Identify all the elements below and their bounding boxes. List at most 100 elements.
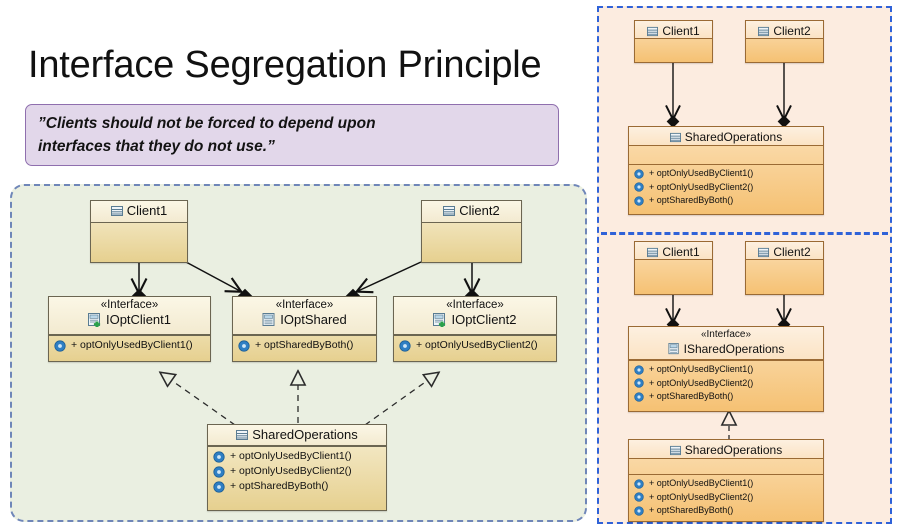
class-icon: [758, 247, 770, 258]
gear-icon: [54, 339, 66, 352]
class-title-row: SharedOperations: [629, 129, 823, 145]
operations-compartment: + optOnlyUsedByClient1() + optOnlyUsedBy…: [629, 474, 823, 520]
gear-icon: [634, 196, 644, 206]
operation-row: + optOnlyUsedByClient2(): [399, 338, 556, 353]
class-icon: [758, 26, 770, 37]
operation-row: + optOnlyUsedByClient1(): [634, 167, 823, 181]
class-title-row: IOptClient2: [394, 312, 556, 328]
class-name: SharedOperations: [252, 427, 358, 442]
operations-compartment: + optOnlyUsedByClient2(): [394, 335, 556, 355]
operation-label: + optSharedByBoth(): [649, 391, 734, 401]
operation-label: + optOnlyUsedByClient2(): [230, 465, 352, 477]
operation-row: + optOnlyUsedByClient2(): [634, 377, 823, 391]
operation-label: + optOnlyUsedByClient2(): [649, 181, 754, 192]
gear-icon: [238, 339, 250, 352]
class-box-r1-sharedoperations[interactable]: SharedOperations + optOnlyUsedByClient1(…: [628, 126, 824, 215]
class-icon: [236, 429, 249, 441]
gear-icon: [213, 465, 225, 478]
interface-icon: [433, 313, 447, 327]
class-title-row: Client1: [635, 23, 712, 39]
class-box-r2-client1[interactable]: Client1: [634, 241, 713, 295]
operation-label: + optSharedByBoth(): [649, 195, 734, 205]
class-box-client2[interactable]: Client2: [421, 200, 522, 263]
page-title: Interface Segregation Principle: [28, 44, 542, 86]
quote-box: ”Clients should not be forced to depend …: [25, 104, 559, 166]
operations-compartment: + optOnlyUsedByClient1() + optOnlyUsedBy…: [629, 360, 823, 406]
gear-icon: [634, 479, 644, 489]
stereotype-label: «Interface»: [275, 299, 334, 311]
class-box-r2-isharedoperations[interactable]: «Interface» ISharedOperations + optOnlyU…: [628, 326, 824, 412]
operation-row: + optOnlyUsedByClient1(): [54, 338, 210, 353]
gear-icon: [399, 339, 411, 352]
interface-icon: [87, 313, 102, 327]
class-title-row: IOptClient1: [49, 312, 210, 328]
class-box-ioptshared[interactable]: «Interface» IOptShared + optSharedByBoth…: [232, 296, 377, 362]
class-box-sharedoperations[interactable]: SharedOperations + optOnlyUsedByClient1(…: [207, 424, 387, 511]
class-box-ioptclient2[interactable]: «Interface» IOptClient2 + optOnlyUsedByC…: [393, 296, 557, 362]
class-header: «Interface» ISharedOperations: [629, 327, 823, 360]
class-box-r2-client2[interactable]: Client2: [745, 241, 824, 295]
attributes-compartment: [629, 459, 823, 474]
operation-label: + optOnlyUsedByClient2(): [416, 339, 538, 351]
class-header: SharedOperations: [208, 425, 386, 446]
class-header: Client1: [91, 201, 187, 223]
stereotype-label: «Interface»: [700, 329, 752, 340]
interface-icon: [262, 313, 276, 327]
panel-divider: [601, 232, 888, 235]
operation-label: + optSharedByBoth(): [230, 480, 329, 492]
class-name: Client2: [773, 245, 811, 259]
class-box-r1-client2[interactable]: Client2: [745, 20, 824, 63]
class-header: Client2: [746, 242, 823, 260]
gear-icon: [634, 378, 644, 388]
class-icon: [669, 132, 681, 143]
operation-label: + optSharedByBoth(): [255, 339, 354, 351]
class-box-client1[interactable]: Client1: [90, 200, 188, 263]
gear-icon: [213, 450, 225, 463]
class-title-row: Client2: [746, 244, 823, 260]
gear-icon: [213, 480, 225, 493]
class-box-r1-client1[interactable]: Client1: [634, 20, 713, 63]
class-title-row: Client2: [746, 23, 823, 39]
operations-compartment: + optOnlyUsedByClient1() + optOnlyUsedBy…: [629, 164, 823, 210]
operations-compartment: + optOnlyUsedByClient1() + optOnlyUsedBy…: [208, 446, 386, 496]
stereotype-label: «Interface»: [100, 299, 159, 311]
attributes-compartment: [635, 260, 712, 312]
class-icon: [443, 205, 456, 217]
quote-line-1: ”Clients should not be forced to depend …: [38, 115, 376, 132]
class-title-row: ISharedOperations: [629, 341, 823, 357]
class-header: Client2: [746, 21, 823, 39]
interface-icon: [668, 343, 680, 355]
attributes-compartment: [629, 146, 823, 164]
class-icon: [647, 247, 659, 258]
class-title-row: Client2: [422, 203, 521, 219]
class-icon: [669, 445, 681, 456]
class-name: Client2: [459, 203, 500, 218]
class-box-ioptclient1[interactable]: «Interface» IOptClient1 + optOnlyUsedByC…: [48, 296, 211, 362]
class-name: ISharedOperations: [683, 342, 785, 356]
gear-icon: [634, 365, 644, 375]
class-name: Client1: [662, 24, 700, 38]
operation-row: + optOnlyUsedByClient1(): [634, 477, 823, 491]
class-title-row: Client1: [91, 203, 187, 219]
gear-icon: [634, 506, 644, 516]
operation-row: + optSharedByBoth(): [634, 504, 823, 518]
operations-compartment: + optOnlyUsedByClient1(): [49, 335, 210, 355]
operation-label: + optOnlyUsedByClient1(): [230, 450, 352, 462]
operation-label: + optOnlyUsedByClient2(): [649, 491, 754, 502]
operation-row: + optOnlyUsedByClient2(): [634, 491, 823, 505]
operations-compartment: + optSharedByBoth(): [233, 335, 376, 355]
class-header: Client2: [422, 201, 521, 223]
stereotype-label: «Interface»: [446, 299, 504, 311]
class-header: «Interface» IOptClient1: [49, 297, 210, 335]
class-name: Client2: [773, 24, 811, 38]
class-name: IOptShared: [280, 312, 347, 327]
attributes-compartment: [746, 260, 823, 312]
operation-label: + optOnlyUsedByClient1(): [649, 364, 754, 374]
operation-row: + optOnlyUsedByClient1(): [213, 449, 386, 464]
quote-line-2: interfaces that they do not use.”: [38, 138, 275, 155]
operation-row: + optSharedByBoth(): [213, 479, 386, 494]
gear-icon: [634, 492, 644, 502]
class-title-row: IOptShared: [233, 312, 376, 328]
gear-icon: [634, 392, 644, 402]
class-box-r2-sharedoperations[interactable]: SharedOperations + optOnlyUsedByClient1(…: [628, 439, 824, 522]
